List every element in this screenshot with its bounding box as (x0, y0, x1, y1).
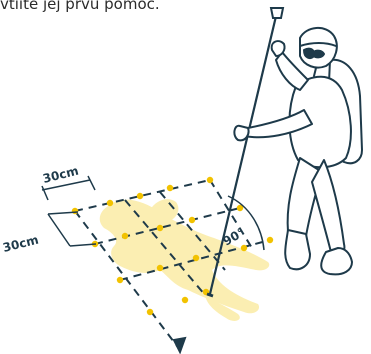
left-dimension-marker (48, 212, 96, 246)
probe-point (193, 255, 199, 261)
probe-point (267, 237, 273, 243)
boot-left (285, 230, 310, 269)
probe-point (157, 265, 163, 271)
probe-point (241, 245, 247, 251)
direction-arrow (174, 338, 185, 352)
hand-lower (234, 126, 248, 141)
probe-point (189, 217, 195, 223)
probe-point (122, 233, 128, 239)
probe-point (147, 309, 153, 315)
probe-point (107, 200, 113, 206)
boot-right (321, 248, 352, 274)
probe-point (157, 225, 163, 231)
left-dimension-label: 30cm (1, 233, 40, 255)
leg-right (312, 160, 344, 256)
helmet-head (300, 28, 337, 68)
probe-point (72, 208, 78, 214)
probe-point (182, 297, 188, 303)
rescuer-figure (234, 28, 362, 274)
probe-point (137, 193, 143, 199)
hand-upper (272, 41, 285, 56)
probe-point (167, 185, 173, 191)
probe-point (207, 177, 213, 183)
probe-point (117, 277, 123, 283)
